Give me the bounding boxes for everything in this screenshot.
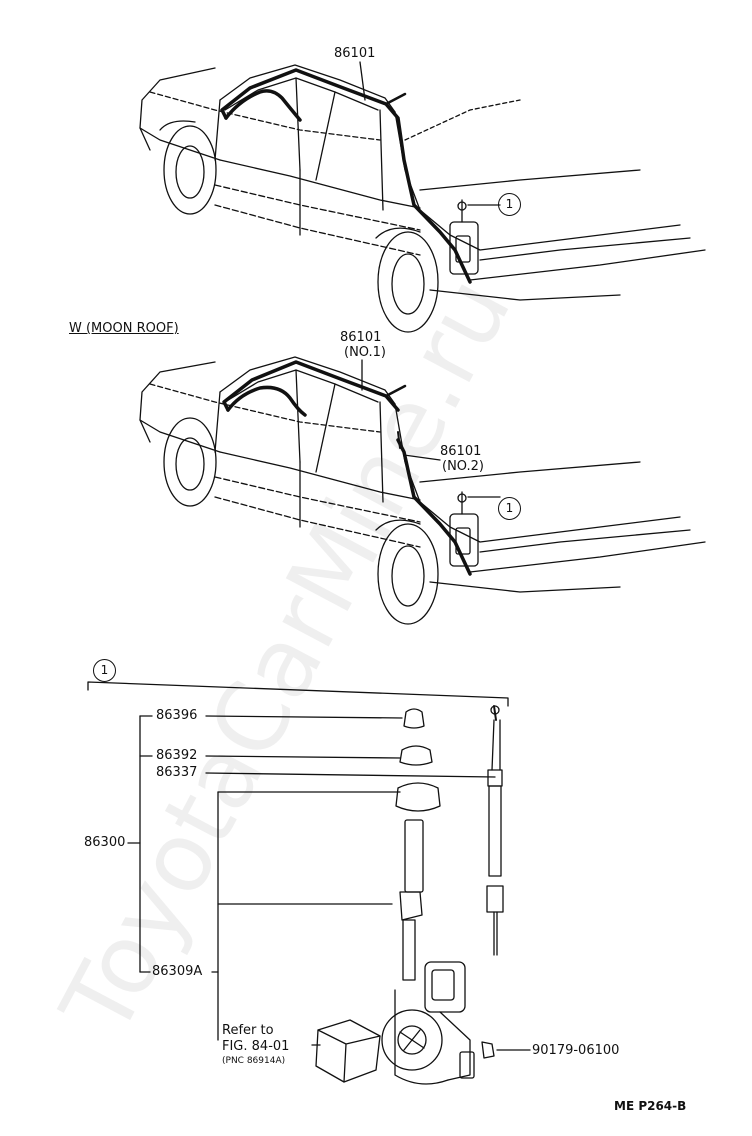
label-pnc-86914a: (PNC 86914A) — [222, 1056, 286, 1066]
label-fig-84-01: FIG. 84-01 — [222, 1039, 290, 1054]
car-moonroof-illustration — [139, 356, 706, 625]
label-86101-no1-sub: (NO.1) — [344, 345, 386, 360]
label-86337: 86337 — [156, 765, 198, 780]
label-86300: 86300 — [84, 835, 126, 850]
callout-1-moonroof: 1 — [498, 497, 521, 520]
car-top-illustration — [139, 64, 706, 333]
label-86101-no2: 86101 — [440, 444, 482, 459]
label-moon-roof: W (MOON ROOF) — [69, 321, 179, 336]
label-86392: 86392 — [156, 748, 198, 763]
label-86101-no1: 86101 — [340, 330, 382, 345]
callout-1-top: 1 — [498, 193, 521, 216]
label-86101-top: 86101 — [334, 46, 376, 61]
label-86309A: 86309A — [152, 964, 203, 979]
label-refer-to: Refer to — [222, 1023, 274, 1038]
label-leaders — [359, 61, 441, 461]
label-90179-06100: 90179-06100 — [532, 1043, 620, 1058]
label-86396: 86396 — [156, 708, 198, 723]
callout-1-assembly: 1 — [93, 659, 116, 682]
footer-code: ME P264-B — [614, 1099, 687, 1113]
antenna-assembly-illustration — [87, 681, 531, 1085]
label-86101-no2-sub: (NO.2) — [442, 459, 484, 474]
